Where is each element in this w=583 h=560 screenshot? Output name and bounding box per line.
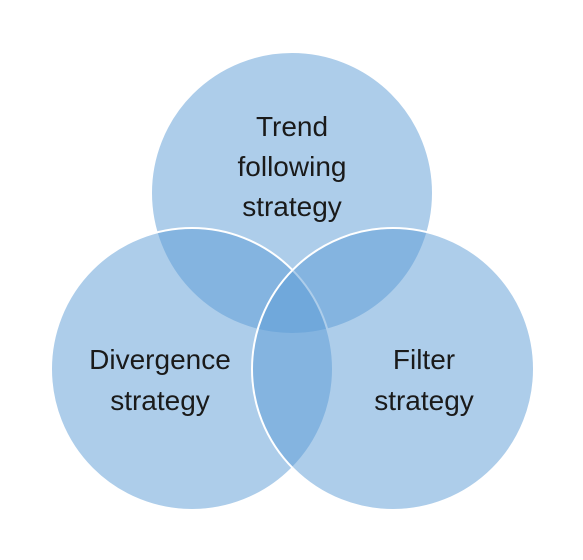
label-trend-line-1: Trend (256, 111, 328, 142)
label-divergence-line-1: Divergence (89, 344, 231, 375)
circle-filter (251, 227, 535, 511)
label-filter-line-1: Filter (393, 344, 455, 375)
label-trend-line-2: following (238, 151, 347, 182)
label-trend-line-3: strategy (242, 191, 342, 222)
label-divergence-line-2: strategy (110, 385, 210, 416)
label-filter-line-2: strategy (374, 385, 474, 416)
